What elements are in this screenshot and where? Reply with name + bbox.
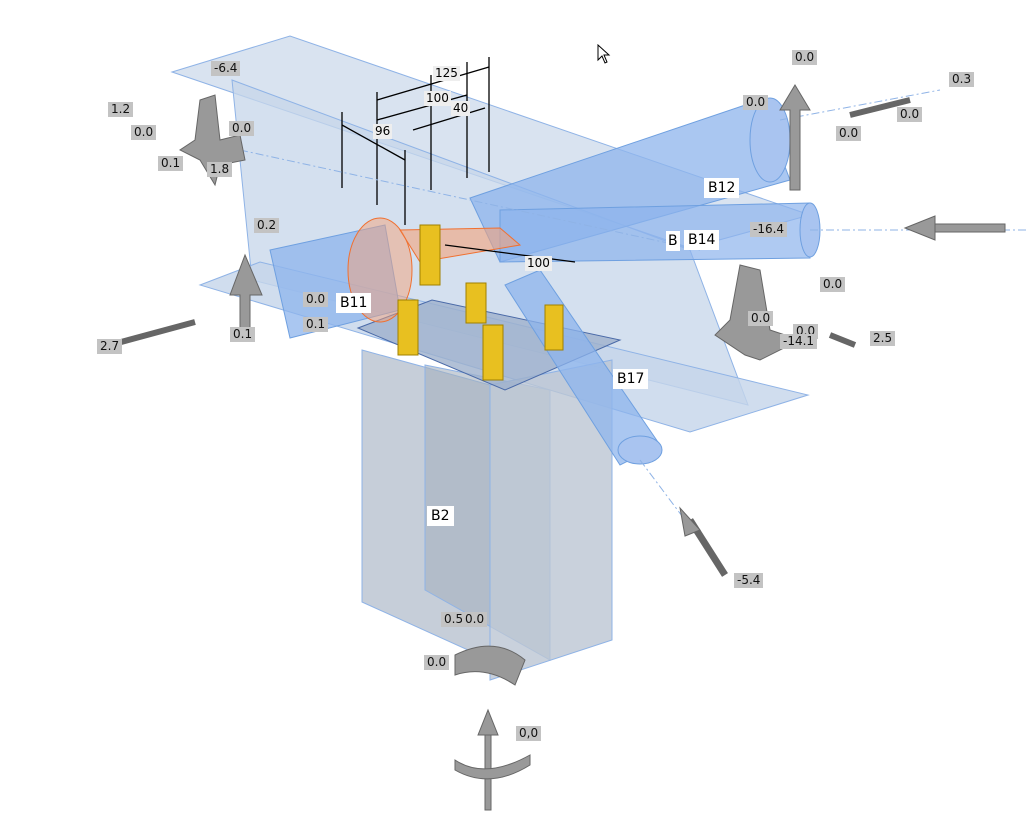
dimension-96: 96: [373, 124, 393, 139]
force-value: 0.3: [949, 72, 975, 87]
force-value: 0.0: [748, 311, 774, 326]
force-value: 0.0: [229, 121, 255, 136]
force-value: -5.4: [734, 573, 764, 588]
force-value: 0.5: [441, 612, 467, 627]
bolts[interactable]: [397, 224, 564, 381]
force-value: 0.1: [303, 317, 329, 332]
force-value: 0.0: [897, 107, 923, 122]
tube-b17-end: [617, 435, 663, 465]
member-label-b12[interactable]: B12: [704, 178, 740, 198]
force-value: 0.1: [230, 327, 256, 342]
force-value: 0.0: [743, 95, 769, 110]
force-value: 0.0: [131, 125, 157, 140]
force-value: 2.7: [97, 339, 123, 354]
force-value: 0.0: [836, 126, 862, 141]
force-value: 0.0: [820, 277, 846, 292]
force-value: 0,0: [516, 726, 542, 741]
force-value: 0.0: [462, 612, 488, 627]
force-value: 2.5: [870, 331, 896, 346]
tube-b12-end: [749, 97, 791, 183]
force-value: 1.2: [108, 102, 134, 117]
dimension-lines: [341, 57, 576, 263]
force-value: -14.1: [780, 334, 818, 349]
member-label-b2[interactable]: B2: [427, 506, 454, 526]
force-value: 0.0: [424, 655, 450, 670]
force-value: 0.2: [254, 218, 280, 233]
member-label-b17[interactable]: B17: [613, 369, 649, 389]
force-value: 0.1: [158, 156, 184, 171]
force-value: 1.8: [207, 162, 233, 177]
member-label-b11[interactable]: B11: [336, 293, 372, 313]
dimension-125: 125: [433, 66, 460, 81]
dimension-100: 100: [424, 91, 451, 106]
mouse-cursor-icon: [597, 44, 611, 64]
dimension-40: 40: [451, 101, 471, 116]
force-value: -16.4: [750, 222, 788, 237]
force-value: 0.0: [303, 292, 329, 307]
force-value: -6.4: [211, 61, 241, 76]
member-label-b14[interactable]: B14: [684, 230, 720, 250]
member-label-b-hidden: B: [666, 231, 680, 251]
dimension-100-lower: 100: [525, 256, 552, 271]
force-value: 0.0: [792, 50, 818, 65]
